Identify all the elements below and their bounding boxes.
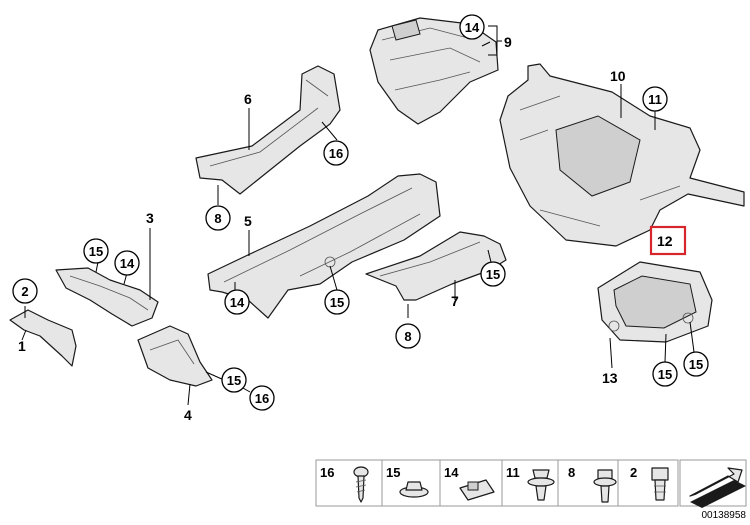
callout-labels: 9 10 6 5 3 7 1 4 13 12 14 11 16 8 15 14 … [12,14,709,423]
legend-label-11: 11 [506,465,520,480]
callout-label-15-bracket-left: 15 [658,367,672,382]
callout-label-8-upper: 8 [214,211,221,226]
legend-label-15: 15 [386,465,400,480]
heat-shield-part-4 [137,325,213,387]
legend-label-16: 16 [320,465,334,480]
nut-icon [399,481,429,498]
heat-shield-part-3 [55,267,159,327]
callout-label-2: 2 [21,284,28,299]
callout-label-14-middle: 14 [230,295,245,310]
callout-label-3: 3 [146,210,154,226]
callout-label-1: 1 [18,338,26,354]
legend-label-14: 14 [444,465,459,480]
callout-label-10: 10 [610,68,626,84]
collar-screw-icon [593,469,617,503]
callout-label-6: 6 [244,91,252,107]
callout-label-13: 13 [602,370,618,386]
callout-label-12: 12 [657,233,673,249]
callout-label-15-bracket-right: 15 [689,357,703,372]
callout-label-15-right: 15 [486,267,500,282]
bolt-icon [651,467,669,501]
callout-label-4: 4 [184,407,192,423]
callout-label-15-middle: 15 [330,295,344,310]
clip-nut-icon [459,479,495,501]
heat-shield-part-9 [369,17,499,125]
legend-label-2: 2 [630,465,637,480]
heat-shield-part-10 [499,63,745,247]
legend-label-8: 8 [568,465,575,480]
highlight-box-part-12 [649,225,687,256]
callout-label-16-lower: 16 [255,391,269,406]
fastener-legend: 16 15 14 11 8 2 [315,459,747,521]
reference-number: 00138958 [702,510,747,521]
screw-icon [353,466,369,503]
callout-label-15-left: 15 [89,244,103,259]
heat-shield-part-6 [195,65,341,195]
callout-label-15-lower: 15 [227,373,241,388]
callout-label-5: 5 [244,213,252,229]
callout-label-11: 11 [648,92,662,107]
bracket-part-13 [597,261,713,343]
expanding-rivet-icon [527,469,555,501]
callout-label-16-upper: 16 [329,146,343,161]
callout-label-9: 9 [504,34,512,50]
callout-label-8-lower: 8 [404,329,411,344]
callout-label-7: 7 [451,293,459,309]
arrow-shape-icon [689,467,746,508]
callout-label-14-left: 14 [120,256,135,271]
leader-lines [21,25,695,406]
callout-label-14-top: 14 [465,20,480,35]
heat-shield-part-1 [9,309,77,367]
